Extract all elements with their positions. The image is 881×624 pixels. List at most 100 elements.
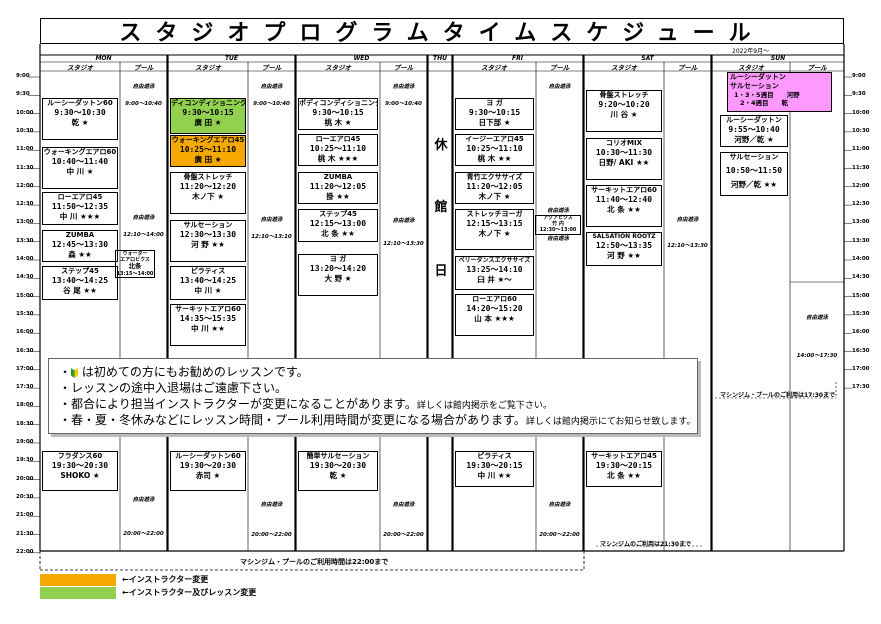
time-label-left: 12:00: [16, 182, 34, 189]
time-label-left: 13:00: [16, 219, 34, 226]
time-label-right: 10:30: [852, 127, 870, 134]
time-label-right: 11:30: [852, 164, 870, 171]
time-label-left: 17:30: [16, 384, 34, 391]
subhdr-tue-studio: スタジオ: [195, 64, 221, 72]
time-label-right: 12:00: [852, 182, 870, 189]
legend-text-green: ←インストラクター及びレッスン変更: [122, 588, 257, 597]
time-label-left: 18:30: [16, 420, 34, 427]
time-label-right: 12:30: [852, 201, 870, 208]
day-header-fri: FRI: [512, 55, 523, 62]
subhdr-sat-pool: プール: [677, 64, 698, 72]
time-label-left: 19:30: [16, 457, 34, 464]
time-label-left: 16:30: [16, 347, 34, 354]
time-label-left: 15:00: [16, 292, 34, 299]
time-label-right: 17:00: [852, 365, 870, 372]
time-label-left: 18:00: [16, 402, 34, 409]
time-label-left: 10:00: [16, 109, 34, 116]
time-label-right: 15:30: [852, 310, 870, 317]
legend-swatch-orange: [40, 574, 116, 586]
time-label-left: 19:00: [16, 439, 34, 445]
notice-line-2: ・レッスンの途中入退場はご遠慮下さい。: [59, 380, 288, 395]
pool-fri-free-1: 自由遊泳: [548, 84, 571, 90]
time-label-left: 22:00: [16, 548, 34, 555]
time-label-right: 9:00: [852, 73, 866, 79]
footnote-sun: マシンジム・プールのご利用は17:30まで: [720, 392, 836, 399]
subhdr-mon-pool: プール: [133, 64, 154, 72]
time-label-left: 9:30: [16, 91, 30, 98]
subhdr-wed-studio: スタジオ: [325, 64, 351, 72]
subhdr-mon-studio: スタジオ: [67, 64, 93, 72]
effective-date: 2022年9月～: [732, 48, 770, 55]
time-label-left: 21:00: [16, 512, 34, 519]
time-label-right: 16:00: [852, 329, 870, 336]
time-label-right: 14:00: [852, 256, 870, 262]
time-label-left: 15:30: [16, 310, 34, 317]
time-label-left: 9:00: [16, 73, 30, 79]
time-label-left: 10:30: [16, 127, 34, 134]
day-header-mon: MON: [95, 55, 112, 62]
subhdr-wed-pool: プール: [393, 64, 414, 72]
time-label-right: 16:30: [852, 347, 870, 354]
time-label-left: 20:00: [16, 475, 34, 482]
notice-line-3: ・都合により担当インストラクターが変更になることがあります。詳しくは館内掲示をご…: [59, 396, 552, 411]
time-label-right: 15:00: [852, 292, 870, 299]
time-label-right: 13:00: [852, 219, 870, 226]
beginner-mark-icon: [71, 367, 79, 378]
subhdr-sun-studio: スタジオ: [738, 64, 764, 72]
time-label-left: 14:00: [16, 256, 34, 262]
subhdr-sat-studio: スタジオ: [611, 64, 637, 72]
lesson-sun-info: ルーシーダットン サルセーション 1・3・5週目 河野 2・4週目 乾: [727, 72, 832, 112]
closed-char-3: 日: [434, 264, 448, 279]
notice-line-1: ・ は初めての方にもお勧めのレッスンです。: [59, 365, 309, 379]
subhdr-fri-studio: スタジオ: [481, 64, 507, 72]
day-header-sun: SUN: [770, 55, 786, 62]
time-label-right: 14:30: [852, 274, 870, 281]
time-label-left: 13:30: [16, 237, 34, 244]
legend-text-orange: ←インストラクター変更: [122, 575, 209, 584]
footnote-all: マシンジム・プールのご利用時間は22:00まで: [240, 558, 389, 566]
legend-swatch-green: [40, 587, 116, 599]
notice-line-4: ・春・夏・冬休みなどにレッスン時間・プール利用時間が変更になる場合があります。詳…: [59, 412, 696, 427]
subhdr-fri-pool: プール: [549, 64, 570, 72]
time-label-left: 14:30: [16, 274, 34, 281]
time-label-left: 11:30: [16, 164, 34, 171]
